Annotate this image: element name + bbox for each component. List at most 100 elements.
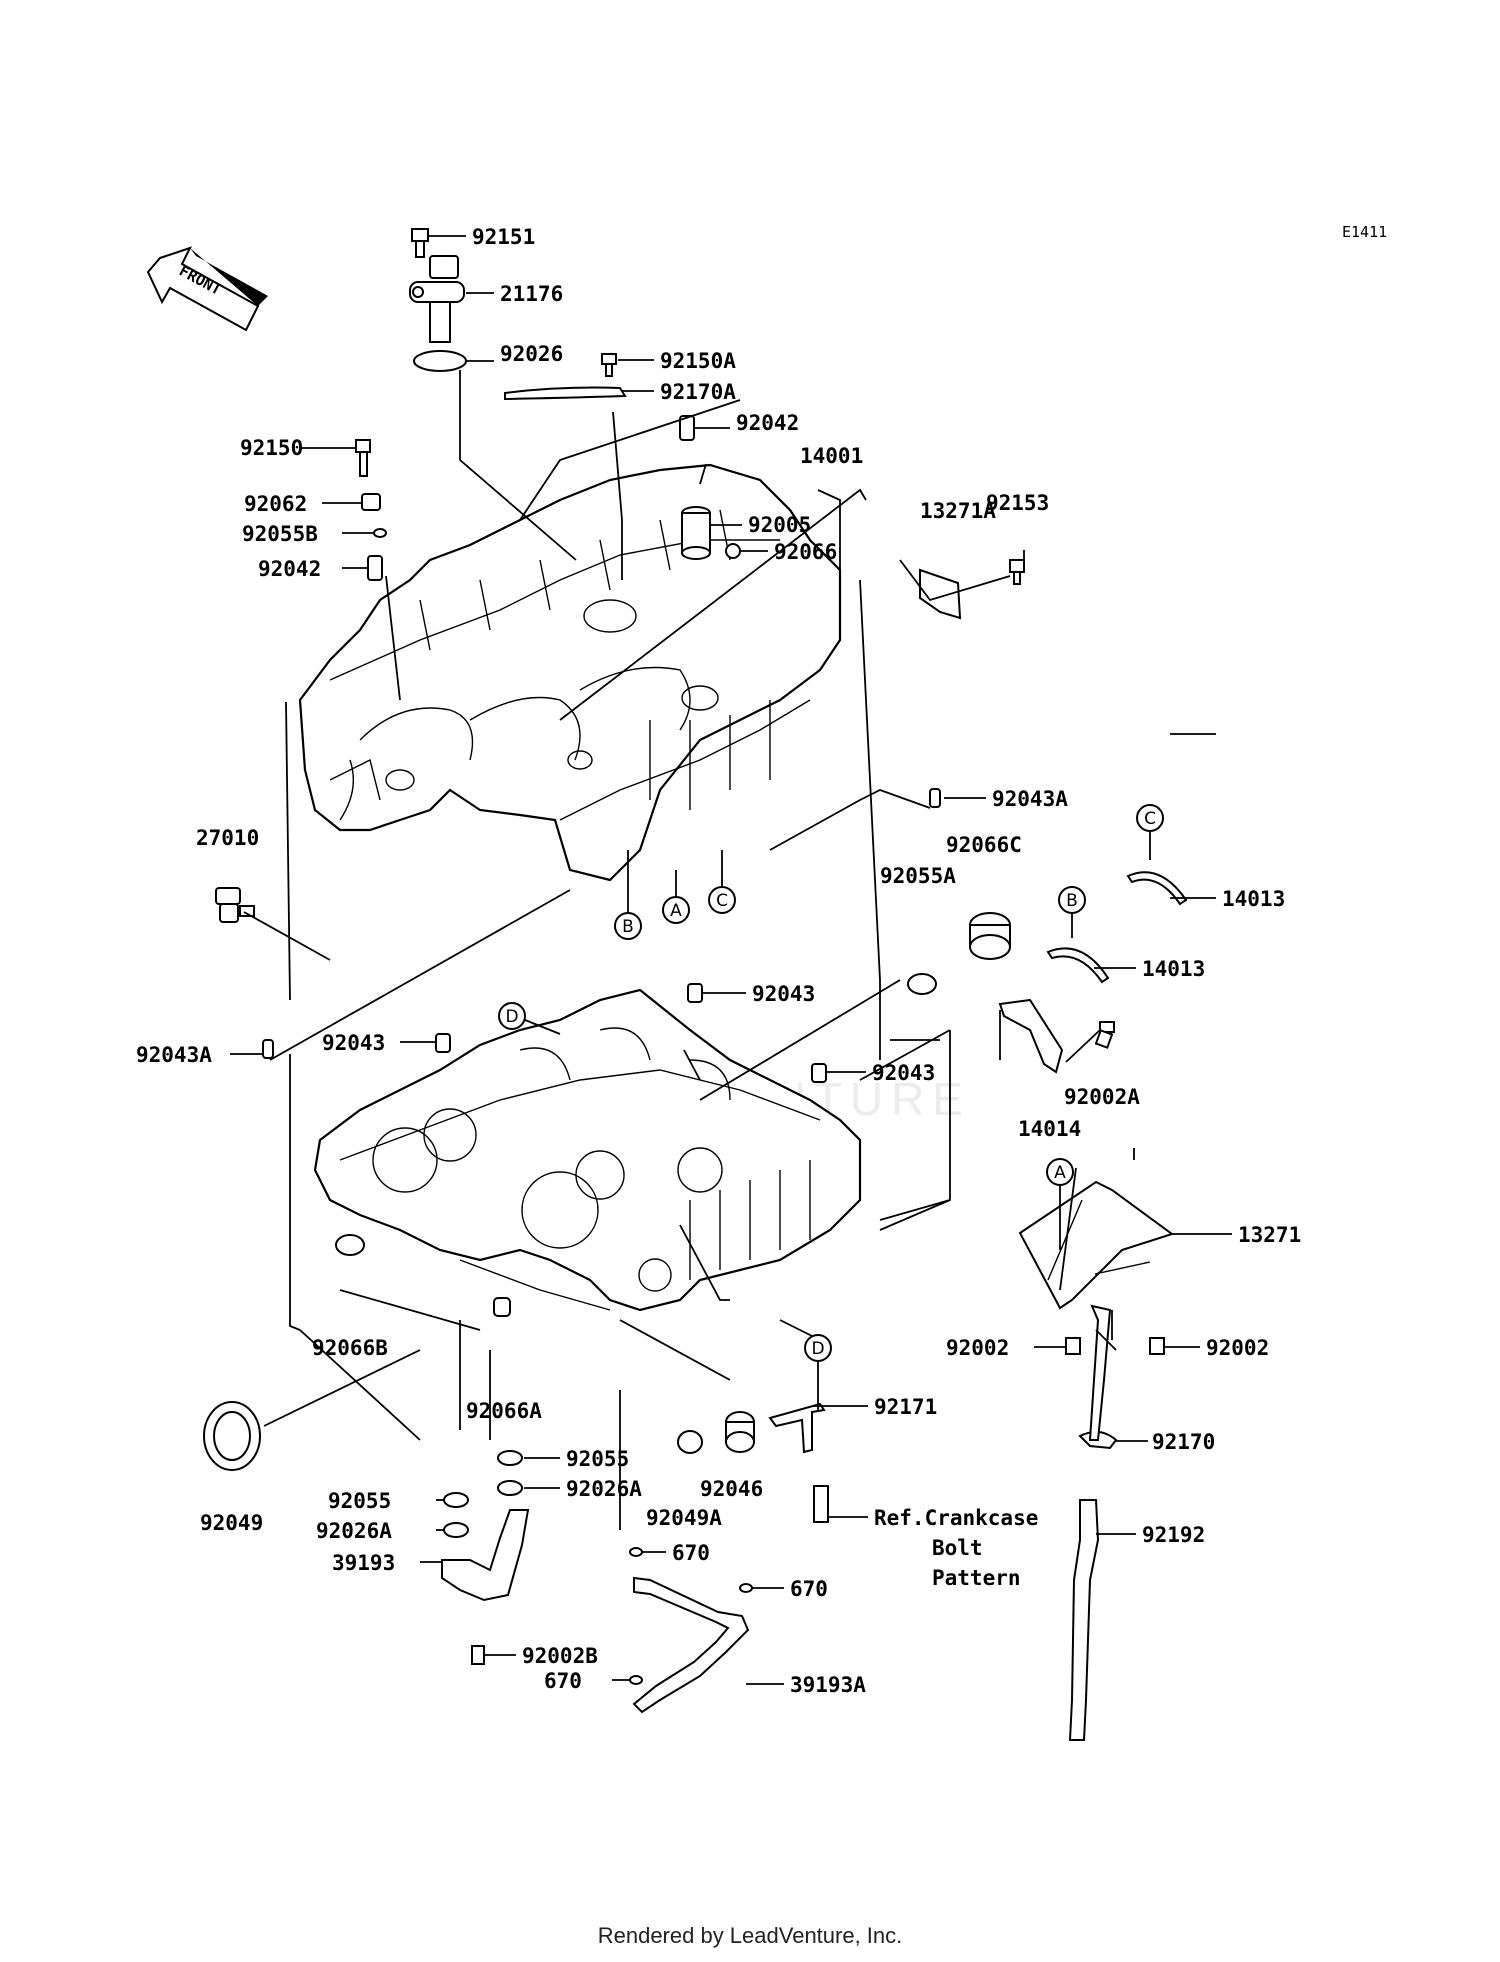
callout-a-2: A bbox=[1054, 1163, 1066, 1183]
hose-92192 bbox=[1068, 1499, 1100, 1741]
oring-92055-left bbox=[443, 1492, 469, 1508]
label-92042-top: 92042 bbox=[736, 411, 799, 435]
label-92055A: 92055A bbox=[880, 864, 956, 888]
callout-d-1: D bbox=[505, 1007, 518, 1027]
label-92043-left: 92043 bbox=[322, 1031, 385, 1055]
fitting-92062 bbox=[361, 493, 381, 511]
bolt-92002B bbox=[471, 1645, 485, 1665]
bolt-92002-right bbox=[1149, 1337, 1165, 1355]
label-13271: 13271 bbox=[1238, 1223, 1301, 1247]
footer-text: Rendered by LeadVenture, Inc. bbox=[598, 1923, 903, 1948]
label-92150: 92150 bbox=[240, 436, 303, 460]
label-670-3: 670 bbox=[544, 1669, 582, 1693]
bearing-14013-b bbox=[1046, 947, 1110, 984]
gasket-92026 bbox=[413, 350, 467, 372]
front-arrow-icon: FRONT bbox=[146, 246, 268, 332]
leader-lines bbox=[230, 235, 1232, 1685]
label-92055-left: 92055 bbox=[328, 1489, 391, 1513]
plug-92066B bbox=[335, 1234, 365, 1256]
label-92043-top: 92043 bbox=[752, 982, 815, 1006]
label-92043A-left: 92043A bbox=[136, 1043, 212, 1067]
label-92066C: 92066C bbox=[946, 833, 1022, 857]
bolt-92153 bbox=[1009, 559, 1025, 585]
label-92046: 92046 bbox=[700, 1477, 763, 1501]
bearing-92046 bbox=[725, 1411, 755, 1453]
label-92151: 92151 bbox=[472, 225, 535, 249]
label-92043A-right: 92043A bbox=[992, 787, 1068, 811]
oring-92055A bbox=[907, 973, 937, 995]
seal-92049 bbox=[203, 1401, 261, 1471]
sensor-21176 bbox=[409, 255, 465, 343]
label-92062: 92062 bbox=[244, 492, 307, 516]
oring-670-2 bbox=[739, 1583, 753, 1593]
bolt-92150A bbox=[601, 353, 617, 377]
label-92171: 92171 bbox=[874, 1395, 937, 1419]
clamp-92170A bbox=[504, 386, 627, 401]
label-92153: 92153 bbox=[986, 491, 1049, 515]
callout-c-2: C bbox=[1144, 809, 1156, 829]
dowel-92043-2 bbox=[435, 1033, 451, 1053]
label-13271A: 13271A bbox=[920, 499, 996, 523]
label-92042-left: 92042 bbox=[258, 557, 321, 581]
gasket-92026A-right bbox=[497, 1480, 523, 1496]
label-92026A-left: 92026A bbox=[316, 1519, 392, 1543]
diagram-code: E1411 bbox=[1342, 223, 1387, 241]
dowel-92042-left bbox=[367, 555, 383, 581]
hose-upper bbox=[1088, 1304, 1112, 1441]
plate-13271 bbox=[1018, 1180, 1175, 1310]
label-92049A: 92049A bbox=[646, 1506, 722, 1530]
dowel-92043-3 bbox=[811, 1063, 827, 1083]
label-92170A: 92170A bbox=[660, 380, 736, 404]
dowel-92043A bbox=[929, 788, 941, 808]
dowel-92043A-left bbox=[262, 1039, 274, 1059]
fitting-92005 bbox=[681, 506, 711, 560]
bolt-92150 bbox=[355, 439, 371, 477]
bolt-92002-left bbox=[1065, 1337, 1081, 1355]
plug-92066 bbox=[725, 543, 741, 559]
label-92192: 92192 bbox=[1142, 1523, 1205, 1547]
pipe-39193A bbox=[632, 1576, 750, 1714]
label-92002-right: 92002 bbox=[1206, 1336, 1269, 1360]
label-39193: 39193 bbox=[332, 1551, 395, 1575]
label-92150A: 92150A bbox=[660, 349, 736, 373]
plug-92066C bbox=[969, 912, 1011, 960]
label-92026A-right: 92026A bbox=[566, 1477, 642, 1501]
callout-a-1: A bbox=[670, 901, 682, 921]
label-ref-pattern: Pattern bbox=[932, 1566, 1021, 1590]
label-92170: 92170 bbox=[1152, 1430, 1215, 1454]
label-14014: 14014 bbox=[1018, 1117, 1081, 1141]
bracket-14014 bbox=[998, 998, 1064, 1074]
label-670-2: 670 bbox=[790, 1577, 828, 1601]
label-14001: 14001 bbox=[800, 444, 863, 468]
callout-b-2: B bbox=[1066, 891, 1078, 911]
label-21176: 21176 bbox=[500, 282, 563, 306]
label-670-1: 670 bbox=[672, 1541, 710, 1565]
label-92043-right: 92043 bbox=[872, 1061, 935, 1085]
label-92002-left: 92002 bbox=[946, 1336, 1009, 1360]
plug-92066A bbox=[493, 1297, 511, 1317]
label-92002A: 92002A bbox=[1064, 1085, 1140, 1109]
gasket-92026A-left bbox=[443, 1522, 469, 1538]
label-14013-b: 14013 bbox=[1142, 957, 1205, 981]
callout-circles: A B C C B D A D bbox=[498, 804, 1164, 1410]
bolt-crankcase-ref bbox=[813, 1485, 829, 1523]
oring-92055B bbox=[373, 528, 387, 538]
switch-27010 bbox=[215, 887, 255, 923]
label-92055B: 92055B bbox=[242, 522, 318, 546]
label-ref-crankcase: Ref.Crankcase bbox=[874, 1506, 1038, 1530]
label-39193A: 39193A bbox=[790, 1673, 866, 1697]
upper-crankcase bbox=[298, 463, 842, 882]
oring-92055-right bbox=[497, 1450, 523, 1466]
bolt-92151 bbox=[411, 228, 429, 258]
bracket-92171 bbox=[768, 1402, 826, 1454]
label-92066: 92066 bbox=[774, 540, 837, 564]
label-92066B: 92066B bbox=[312, 1336, 388, 1360]
label-27010: 27010 bbox=[196, 826, 259, 850]
callout-c-1: C bbox=[716, 891, 728, 911]
plate-13271A bbox=[919, 568, 962, 620]
label-92026: 92026 bbox=[500, 342, 563, 366]
callout-b-1: B bbox=[622, 917, 634, 937]
washer-92049A bbox=[677, 1430, 703, 1454]
part-labels: 92151 21176 92026 92150A 92170A 92042 14… bbox=[136, 225, 1301, 1697]
